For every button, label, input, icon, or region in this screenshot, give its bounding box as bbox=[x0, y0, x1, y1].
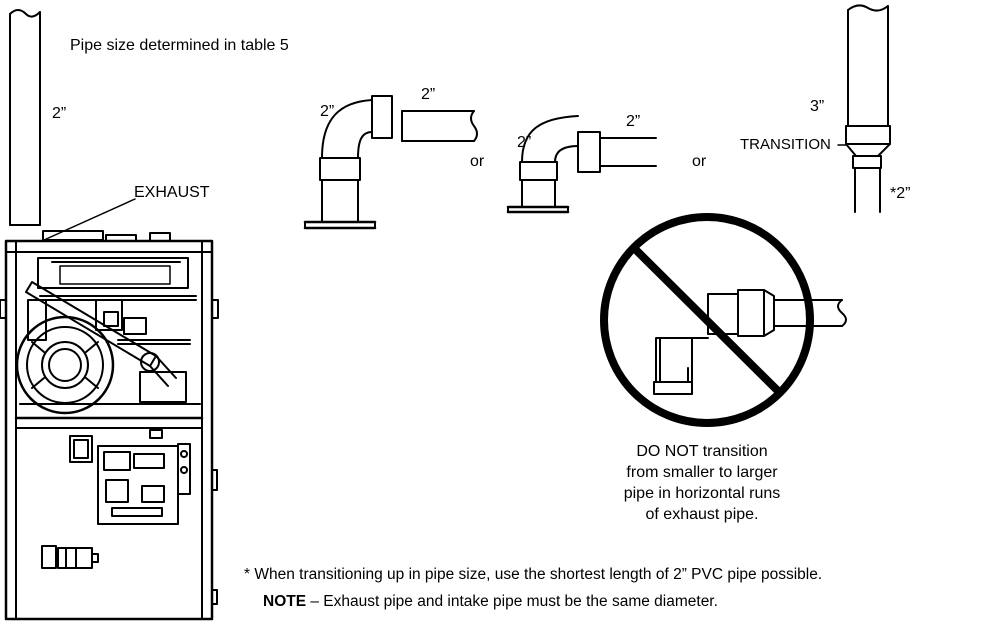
warning-line: from smaller to larger bbox=[626, 464, 778, 481]
or-label-2: or bbox=[692, 153, 707, 170]
note-label: NOTE bbox=[263, 593, 307, 610]
elbow-option-b bbox=[506, 115, 657, 214]
vertical-exhaust-pipe bbox=[9, 9, 41, 226]
diameter-note: NOTE – Exhaust pipe and intake pipe must… bbox=[263, 593, 718, 611]
warning-line: DO NOT transition bbox=[636, 443, 768, 460]
or-label-1: or bbox=[470, 153, 485, 170]
loose-pipe-size-label: 2” bbox=[421, 86, 436, 103]
warning-text: DO NOT transition from smaller to larger… bbox=[590, 441, 814, 525]
furnace-unit bbox=[0, 230, 219, 621]
straight-pipe-size-label: 2” bbox=[626, 113, 641, 130]
exhaust-label: EXHAUST bbox=[134, 184, 210, 201]
warning-line: pipe in horizontal runs bbox=[623, 485, 781, 502]
lower-pipe-size-label: *2” bbox=[890, 185, 911, 202]
elbow-b-size-label: 2” bbox=[517, 134, 532, 151]
prohibited-transition-illustration bbox=[600, 213, 847, 427]
elbow-option-a bbox=[303, 95, 478, 230]
note-text: – Exhaust pipe and intake pipe must be t… bbox=[306, 593, 718, 610]
elbow-a-size-label: 2” bbox=[320, 103, 335, 120]
exhaust-leader-line bbox=[43, 198, 136, 241]
warning-line: of exhaust pipe. bbox=[645, 506, 759, 523]
pipe-size-note: Pipe size determined in table 5 bbox=[70, 37, 289, 54]
transition-pipe-option bbox=[837, 4, 891, 213]
transition-label: TRANSITION bbox=[740, 136, 831, 153]
vertical-pipe-size-label: 2” bbox=[52, 105, 67, 122]
upper-pipe-size-label: 3” bbox=[810, 98, 825, 115]
transition-footnote: * When transitioning up in pipe size, us… bbox=[244, 566, 823, 583]
